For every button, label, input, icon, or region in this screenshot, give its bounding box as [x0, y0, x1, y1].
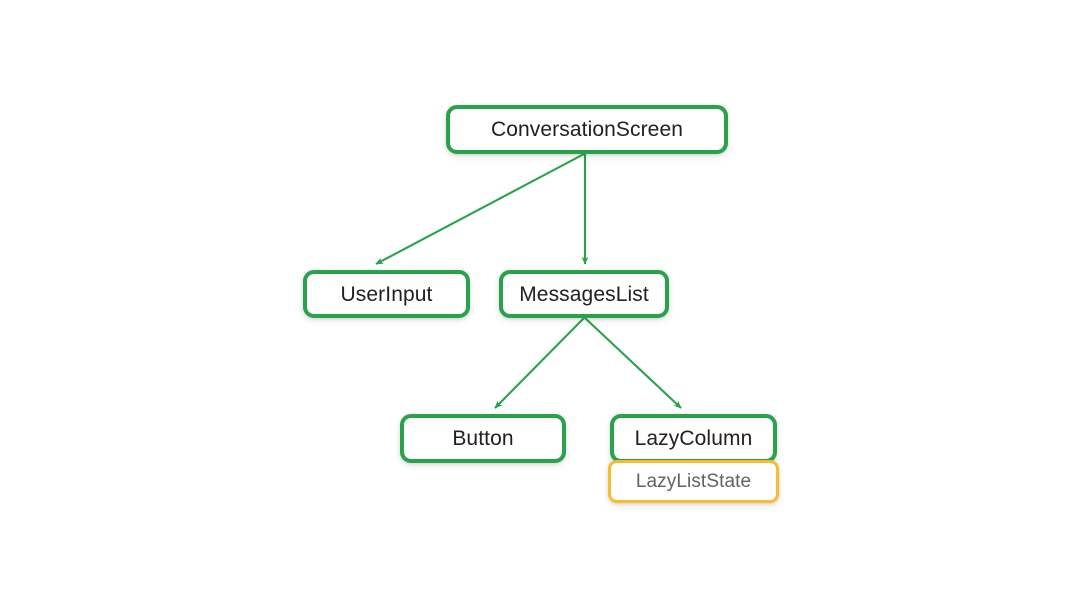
node-lazycolumn[interactable]: LazyColumn — [610, 414, 777, 463]
node-label: MessagesList — [519, 282, 649, 306]
node-label: LazyListState — [635, 471, 752, 492]
edge-messageslist-button — [494, 317, 585, 409]
node-conversationscreen[interactable]: ConversationScreen — [446, 105, 728, 154]
node-userinput[interactable]: UserInput — [303, 270, 470, 318]
node-label: UserInput — [340, 282, 433, 306]
node-messageslist[interactable]: MessagesList — [499, 270, 669, 318]
node-label: ConversationScreen — [490, 118, 684, 141]
edge-conversationscreen-userinput — [375, 153, 585, 265]
node-button[interactable]: Button — [400, 414, 566, 463]
node-label: Button — [452, 427, 514, 450]
node-lazyliststate[interactable]: LazyListState — [608, 460, 779, 503]
node-label: LazyColumn — [634, 427, 753, 450]
edge-messageslist-lazycolumn — [584, 317, 682, 409]
